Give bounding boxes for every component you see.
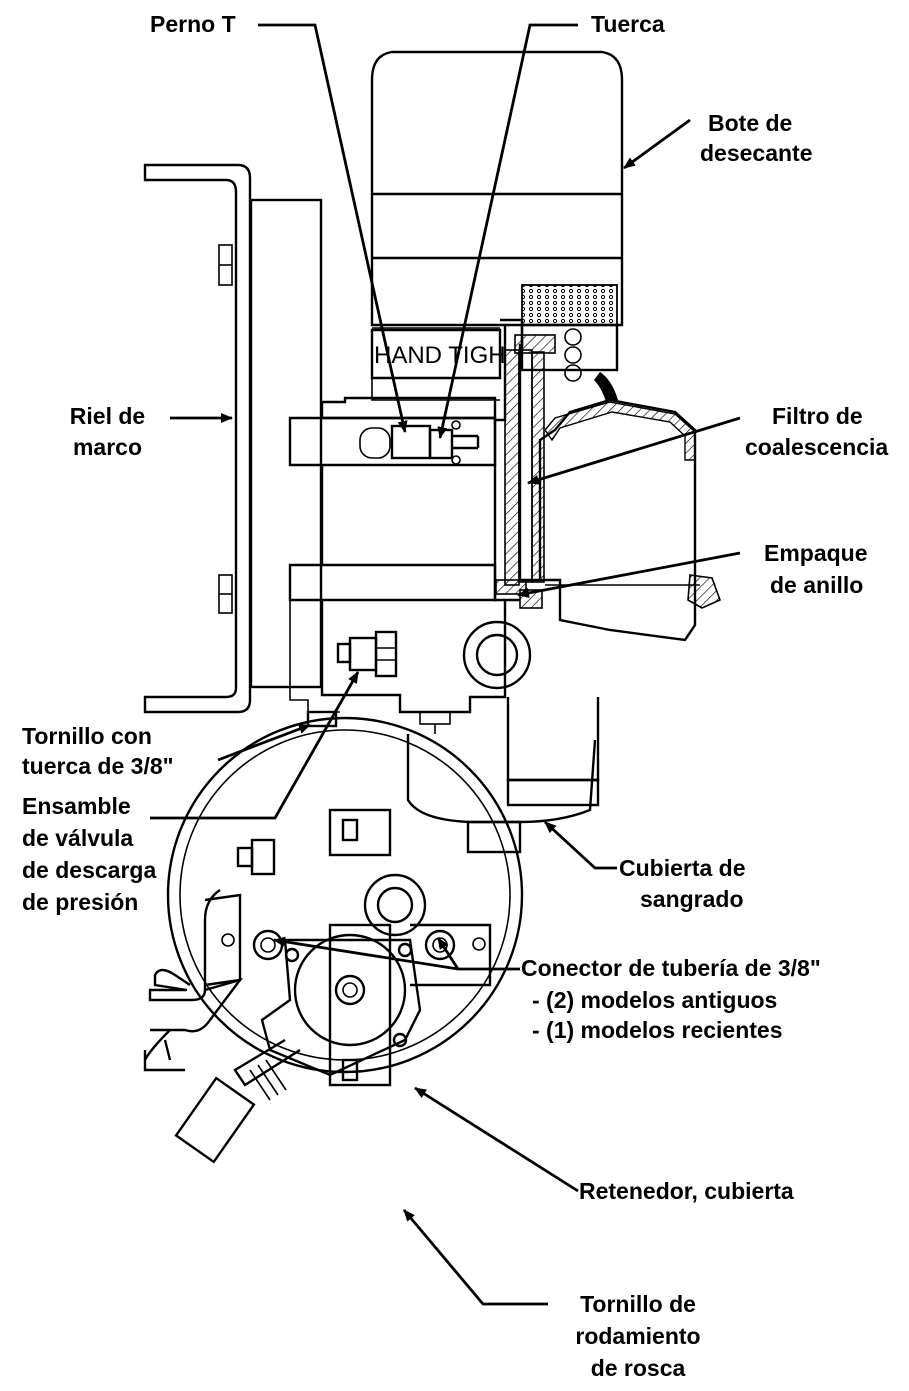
label-bote-1: Bote de xyxy=(708,110,793,136)
label-filtro-2: coalescencia xyxy=(745,434,889,460)
label-rodamiento-3: de rosca xyxy=(590,1355,686,1381)
label-retenedor: Retenedor, cubierta xyxy=(579,1178,794,1204)
frame-rail-bracket xyxy=(143,163,252,714)
canister-text: HAND TIGH xyxy=(374,342,506,369)
label-riel-2: marco xyxy=(72,434,143,460)
desiccant-canister xyxy=(370,50,624,327)
label-bote-2: desecante xyxy=(700,140,813,166)
leader-lines xyxy=(150,23,741,1306)
label-ensamble-4: de presión xyxy=(22,889,139,915)
label-tornillo-1: Tornillo con xyxy=(22,723,152,749)
end-view xyxy=(143,716,524,1164)
label-tuerca: Tuerca xyxy=(591,11,665,37)
label-rodamiento-2: rodamiento xyxy=(575,1323,701,1349)
label-empaque-2: de anillo xyxy=(770,572,864,598)
dryer-body xyxy=(320,396,497,420)
label-riel-1: Riel de xyxy=(69,403,146,429)
label-perno-t: Perno T xyxy=(150,11,236,37)
label-tornillo-2: tuerca de 3/8" xyxy=(22,753,174,779)
label-conector-1: Conector de tubería de 3/8" xyxy=(521,955,821,981)
label-ensamble-1: Ensamble xyxy=(22,793,131,819)
label-filtro-1: Filtro de xyxy=(772,403,863,429)
label-empaque-1: Empaque xyxy=(764,540,868,566)
side-view: HAND TIGH xyxy=(143,50,722,854)
label-conector-2: - (2) modelos antiguos xyxy=(532,987,778,1013)
mounting-plate xyxy=(249,198,323,689)
label-ensamble-3: de descarga xyxy=(22,857,157,883)
label-conector-3: - (1) modelos recientes xyxy=(532,1017,783,1043)
label-rodamiento-1: Tornillo de xyxy=(580,1291,696,1317)
bleed-cover xyxy=(406,734,597,824)
label-cubierta-2: sangrado xyxy=(640,886,744,912)
label-cubierta-1: Cubierta de xyxy=(619,855,746,881)
label-ensamble-2: de válvula xyxy=(22,825,134,851)
